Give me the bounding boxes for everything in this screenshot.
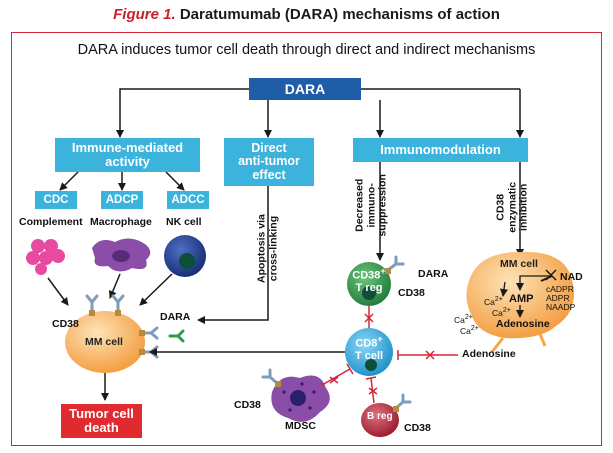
mm-cell-left [65, 311, 145, 401]
mdsc-antibody-icon [261, 368, 281, 387]
breg-cell [361, 403, 399, 437]
nad-label: NAD [560, 271, 583, 283]
cdc-box: CDC [35, 191, 77, 209]
cd8-label-line2: T cell [354, 349, 384, 362]
adcc-box: ADCC [167, 191, 209, 209]
dara-antibody-icons-left [85, 294, 185, 359]
decreased-label-line1: Decreased [353, 178, 366, 232]
complement-icon [26, 239, 65, 275]
ca-text-4: Ca [460, 325, 471, 336]
dara-label-left: DARA [160, 311, 191, 323]
treg-antibody-icon [385, 255, 405, 274]
nk-cell-icon [164, 235, 206, 277]
treg-cell [347, 262, 391, 306]
adenosine-inhibition [397, 350, 458, 360]
mdsc-label: MDSC [285, 420, 316, 432]
apoptosis-label: Apoptosis via cross-linking [255, 209, 279, 289]
direct-box-line2: anti-tumor [238, 154, 300, 169]
ca-sup-3: 2+ [464, 313, 473, 321]
amp-label: AMP [509, 293, 534, 305]
ca-sup-4: 2+ [470, 323, 479, 332]
cd38-label-left: CD38 [52, 318, 79, 330]
dara-branch-connectors [116, 88, 524, 138]
immune-mediated-box: Immune-mediated activity [55, 138, 200, 172]
macrophage-icon [92, 238, 151, 272]
treg-label-line1: CD38 [352, 269, 381, 282]
cd38-label-mdsc: CD38 [234, 399, 261, 411]
enzymatic-label-line1: CD38 [494, 193, 507, 221]
cd38-label-breg: CD38 [404, 422, 431, 434]
ca-sup-1: 2+ [494, 295, 503, 303]
adenosine-inner-label: Adenosine [496, 318, 550, 330]
ca-text-1: Ca [484, 296, 495, 307]
figure-subtitle: DARA induces tumor cell death through di… [77, 42, 536, 58]
death-box-line1: Tumor cell [69, 406, 134, 422]
mdsc-cell [271, 375, 330, 422]
breg-inhibition [365, 376, 378, 404]
adpr-label: ADPR [546, 292, 570, 303]
complement-label: Complement [19, 216, 83, 228]
breg-label: B reg [367, 411, 393, 422]
calcium-outer-label: Ca2+ Ca2+ [454, 313, 479, 336]
nad-products-label: cADPR ADPR NAADP [546, 285, 575, 312]
mm-cell-label-right: MM cell [500, 258, 538, 270]
adenosine-label: Adenosine [462, 348, 516, 360]
nk-cell-label: NK cell [166, 216, 202, 228]
mm-cell-label-left: MM cell [85, 336, 123, 348]
decreased-immunosuppression-label: Decreased immuno- suppression [353, 173, 390, 237]
direct-box-line1: Direct [251, 141, 287, 156]
ca-sup-2: 2+ [502, 305, 511, 314]
cd38-label-treg: CD38 [398, 287, 425, 299]
immune-box-line1: Immune-mediated [71, 140, 184, 156]
cd8-label-sup: + [377, 334, 383, 344]
macrophage-label: Macrophage [90, 216, 152, 228]
figure-frame [11, 32, 602, 446]
treg-label-line2: T reg [355, 281, 383, 294]
cd8-tcell-label: CD8+ T cell [350, 334, 388, 362]
enzymatic-inhibition-label: CD38 enzymatic inhibition [494, 177, 531, 237]
death-box-line2: death [84, 420, 119, 435]
immunomodulation-connectors [376, 162, 524, 261]
apoptosis-connector [197, 186, 269, 324]
adcp-box: ADCP [101, 191, 143, 209]
figure-title-text: Daratumumab (DARA) mechanisms of action [179, 6, 500, 23]
figure-title: Figure 1. Daratumumab (DARA) mechanisms … [0, 6, 613, 23]
dara-box: DARA [249, 78, 361, 100]
cd8-tcell [345, 328, 393, 376]
direct-anti-tumor-box: Direct anti-tumor effect [224, 138, 314, 186]
immune-subbranch-connectors [59, 171, 185, 191]
cadpr-label: cADPR [546, 284, 574, 294]
direct-box-line3: effect [252, 167, 286, 182]
apoptosis-label-line2: cross-linking [267, 215, 279, 282]
enzyme-pathway-arrows [500, 269, 557, 318]
treg-label-sup: + [380, 266, 386, 276]
cd8-label-line1: CD8 [355, 337, 378, 350]
ca-text-2: Ca [492, 307, 503, 318]
figure-number: Figure 1. [113, 6, 176, 23]
effector-to-mm-arrows [47, 273, 173, 306]
apoptosis-label-line1: Apoptosis via [255, 214, 268, 283]
dara-label-treg: DARA [418, 268, 449, 280]
mm-cell-right [466, 251, 574, 353]
immune-box-line2: activity [105, 154, 150, 169]
treg-label: CD38+ T reg [350, 266, 388, 294]
treg-to-tcell-inhibition [364, 306, 374, 331]
immunomodulation-box: Immunomodulation [353, 138, 528, 162]
decreased-label-line3: suppression [376, 174, 389, 237]
breg-antibody-icon [393, 393, 412, 412]
ca-text-3: Ca [454, 314, 465, 325]
naadp-label: NAADP [546, 301, 576, 312]
calcium-inner-label: Ca2+ Ca2+ [484, 295, 511, 318]
tumor-cell-death-box: Tumor cell death [61, 404, 142, 438]
mdsc-inhibition [321, 363, 354, 386]
enzymatic-label-line3: inhibition [517, 183, 530, 231]
